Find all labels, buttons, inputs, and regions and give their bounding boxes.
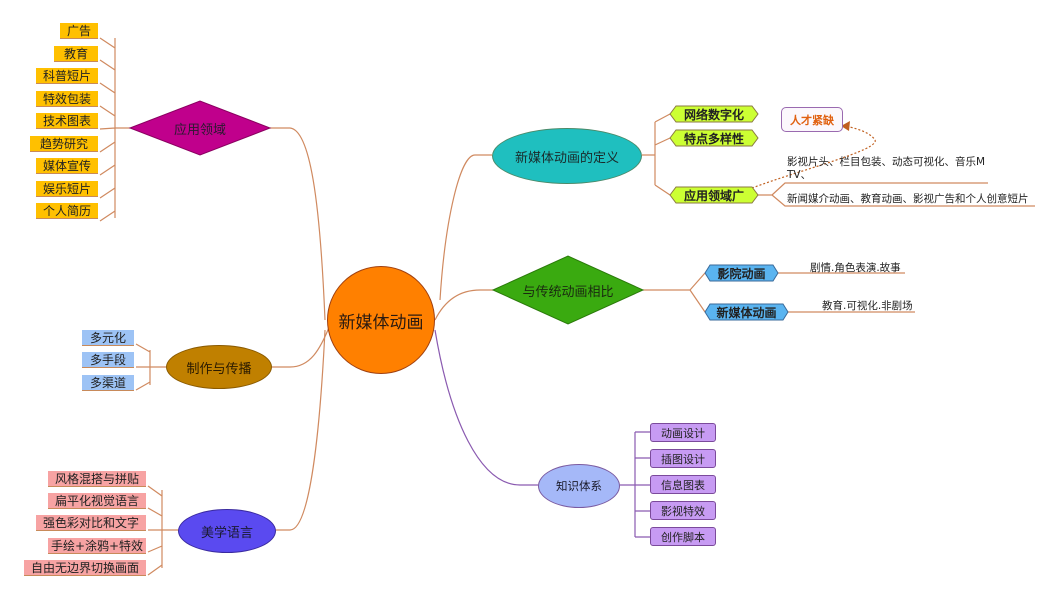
knowledge-node[interactable]: 知识体系 bbox=[538, 464, 620, 508]
connector-central-definition bbox=[439, 154, 492, 301]
application-leaf[interactable]: 媒体宣传 bbox=[36, 158, 98, 174]
callout-arrowhead bbox=[841, 121, 850, 131]
connector-definition-notes bbox=[758, 182, 1035, 207]
knowledge-leaf[interactable]: 信息图表 bbox=[650, 475, 716, 494]
connector-definition-fan bbox=[642, 113, 671, 196]
knowledge-leaf[interactable]: 创作脚本 bbox=[650, 527, 716, 546]
definition-node[interactable]: 新媒体动画的定义 bbox=[492, 128, 642, 184]
callout-connector bbox=[751, 125, 876, 189]
aesthetics-leaf[interactable]: 自由无边界切换画面 bbox=[24, 560, 146, 576]
comparison-leaf-cinema[interactable]: 影院动画 bbox=[717, 266, 766, 281]
application-diamond-shape bbox=[128, 100, 272, 156]
connector-production-fan bbox=[135, 343, 166, 391]
aesthetics-leaf[interactable]: 扁平化视觉语言 bbox=[48, 493, 146, 509]
connector-central-knowledge bbox=[434, 329, 538, 486]
aesthetics-leaf[interactable]: 强色彩对比和文字 bbox=[36, 515, 146, 531]
application-leaf[interactable]: 科普短片 bbox=[36, 68, 98, 84]
aesthetics-leaf[interactable]: 手绘+涂鸦+特效 bbox=[48, 538, 146, 554]
hex-shape-newmedia bbox=[704, 303, 789, 321]
hex-shape-1 bbox=[669, 105, 759, 123]
comparison-note-newmedia: 教育.可视化.非剧场 bbox=[822, 300, 913, 312]
talent-shortage-callout[interactable]: 人才紧缺 bbox=[781, 107, 843, 132]
connector-central-comparison bbox=[434, 289, 493, 321]
aesthetics-node-label: 美学语言 bbox=[200, 525, 253, 541]
central-node-label: 新媒体动画 bbox=[338, 312, 424, 333]
aesthetics-node[interactable]: 美学语言 bbox=[178, 509, 276, 553]
connector-central-production bbox=[272, 324, 331, 368]
hex-shape-cinema bbox=[704, 264, 779, 282]
central-node[interactable]: 新媒体动画 bbox=[327, 266, 435, 374]
application-leaf[interactable]: 趋势研究 bbox=[30, 136, 98, 152]
application-leaf[interactable]: 特效包装 bbox=[36, 91, 98, 107]
application-leaf[interactable]: 技术图表 bbox=[36, 113, 98, 129]
comparison-diamond-shape bbox=[491, 255, 645, 325]
connector-aesthetics-fan bbox=[147, 485, 178, 576]
connector-comparison-notes bbox=[778, 272, 915, 313]
production-leaf[interactable]: 多手段 bbox=[82, 352, 134, 368]
application-leaf[interactable]: 教育 bbox=[54, 46, 98, 62]
comparison-note-cinema: 剧情.角色表演.故事 bbox=[810, 262, 901, 274]
production-leaf[interactable]: 多渠道 bbox=[82, 375, 134, 391]
connector-knowledge-fan bbox=[620, 431, 650, 538]
connector-central-aesthetics bbox=[276, 329, 326, 531]
application-node[interactable]: 应用领域 bbox=[150, 118, 250, 138]
connector-application-fan bbox=[99, 37, 130, 222]
application-leaf[interactable]: 广告 bbox=[60, 23, 98, 39]
definition-note-2: 新闻媒介动画、教育动画、影视广告和个人创意短片 bbox=[787, 193, 1029, 205]
connector-comparison-fan bbox=[643, 272, 706, 313]
callout-label: 人才紧缺 bbox=[790, 113, 834, 127]
definition-leaf[interactable]: 特点多样性 bbox=[683, 131, 744, 146]
definition-node-label: 新媒体动画的定义 bbox=[514, 150, 619, 166]
definition-leaf[interactable]: 网络数字化 bbox=[683, 107, 744, 122]
aesthetics-leaf[interactable]: 风格混搭与拼贴 bbox=[48, 471, 146, 487]
definition-leaf[interactable]: 应用领域广 bbox=[683, 188, 744, 203]
knowledge-leaf[interactable]: 影视特效 bbox=[650, 501, 716, 520]
production-node[interactable]: 制作与传播 bbox=[166, 345, 272, 389]
knowledge-node-label: 知识体系 bbox=[556, 479, 602, 493]
production-leaf[interactable]: 多元化 bbox=[82, 330, 134, 346]
definition-note-1: 影视片头、栏目包装、动态可视化、音乐MTV、 bbox=[787, 156, 986, 181]
comparison-leaf-newmedia[interactable]: 新媒体动画 bbox=[716, 305, 777, 320]
hex-shape-2 bbox=[669, 129, 759, 147]
application-node-label: 应用领域 bbox=[173, 122, 226, 138]
comparison-node-label: 与传统动画相比 bbox=[522, 284, 614, 300]
knowledge-leaf[interactable]: 插图设计 bbox=[650, 449, 716, 468]
production-node-label: 制作与传播 bbox=[186, 361, 252, 377]
application-leaf[interactable]: 个人简历 bbox=[36, 203, 98, 219]
hex-shape-3 bbox=[669, 186, 759, 204]
connector-central-application bbox=[270, 127, 326, 321]
application-leaf[interactable]: 娱乐短片 bbox=[36, 181, 98, 197]
knowledge-leaf[interactable]: 动画设计 bbox=[650, 423, 716, 442]
comparison-node[interactable]: 与传统动画相比 bbox=[513, 280, 623, 300]
